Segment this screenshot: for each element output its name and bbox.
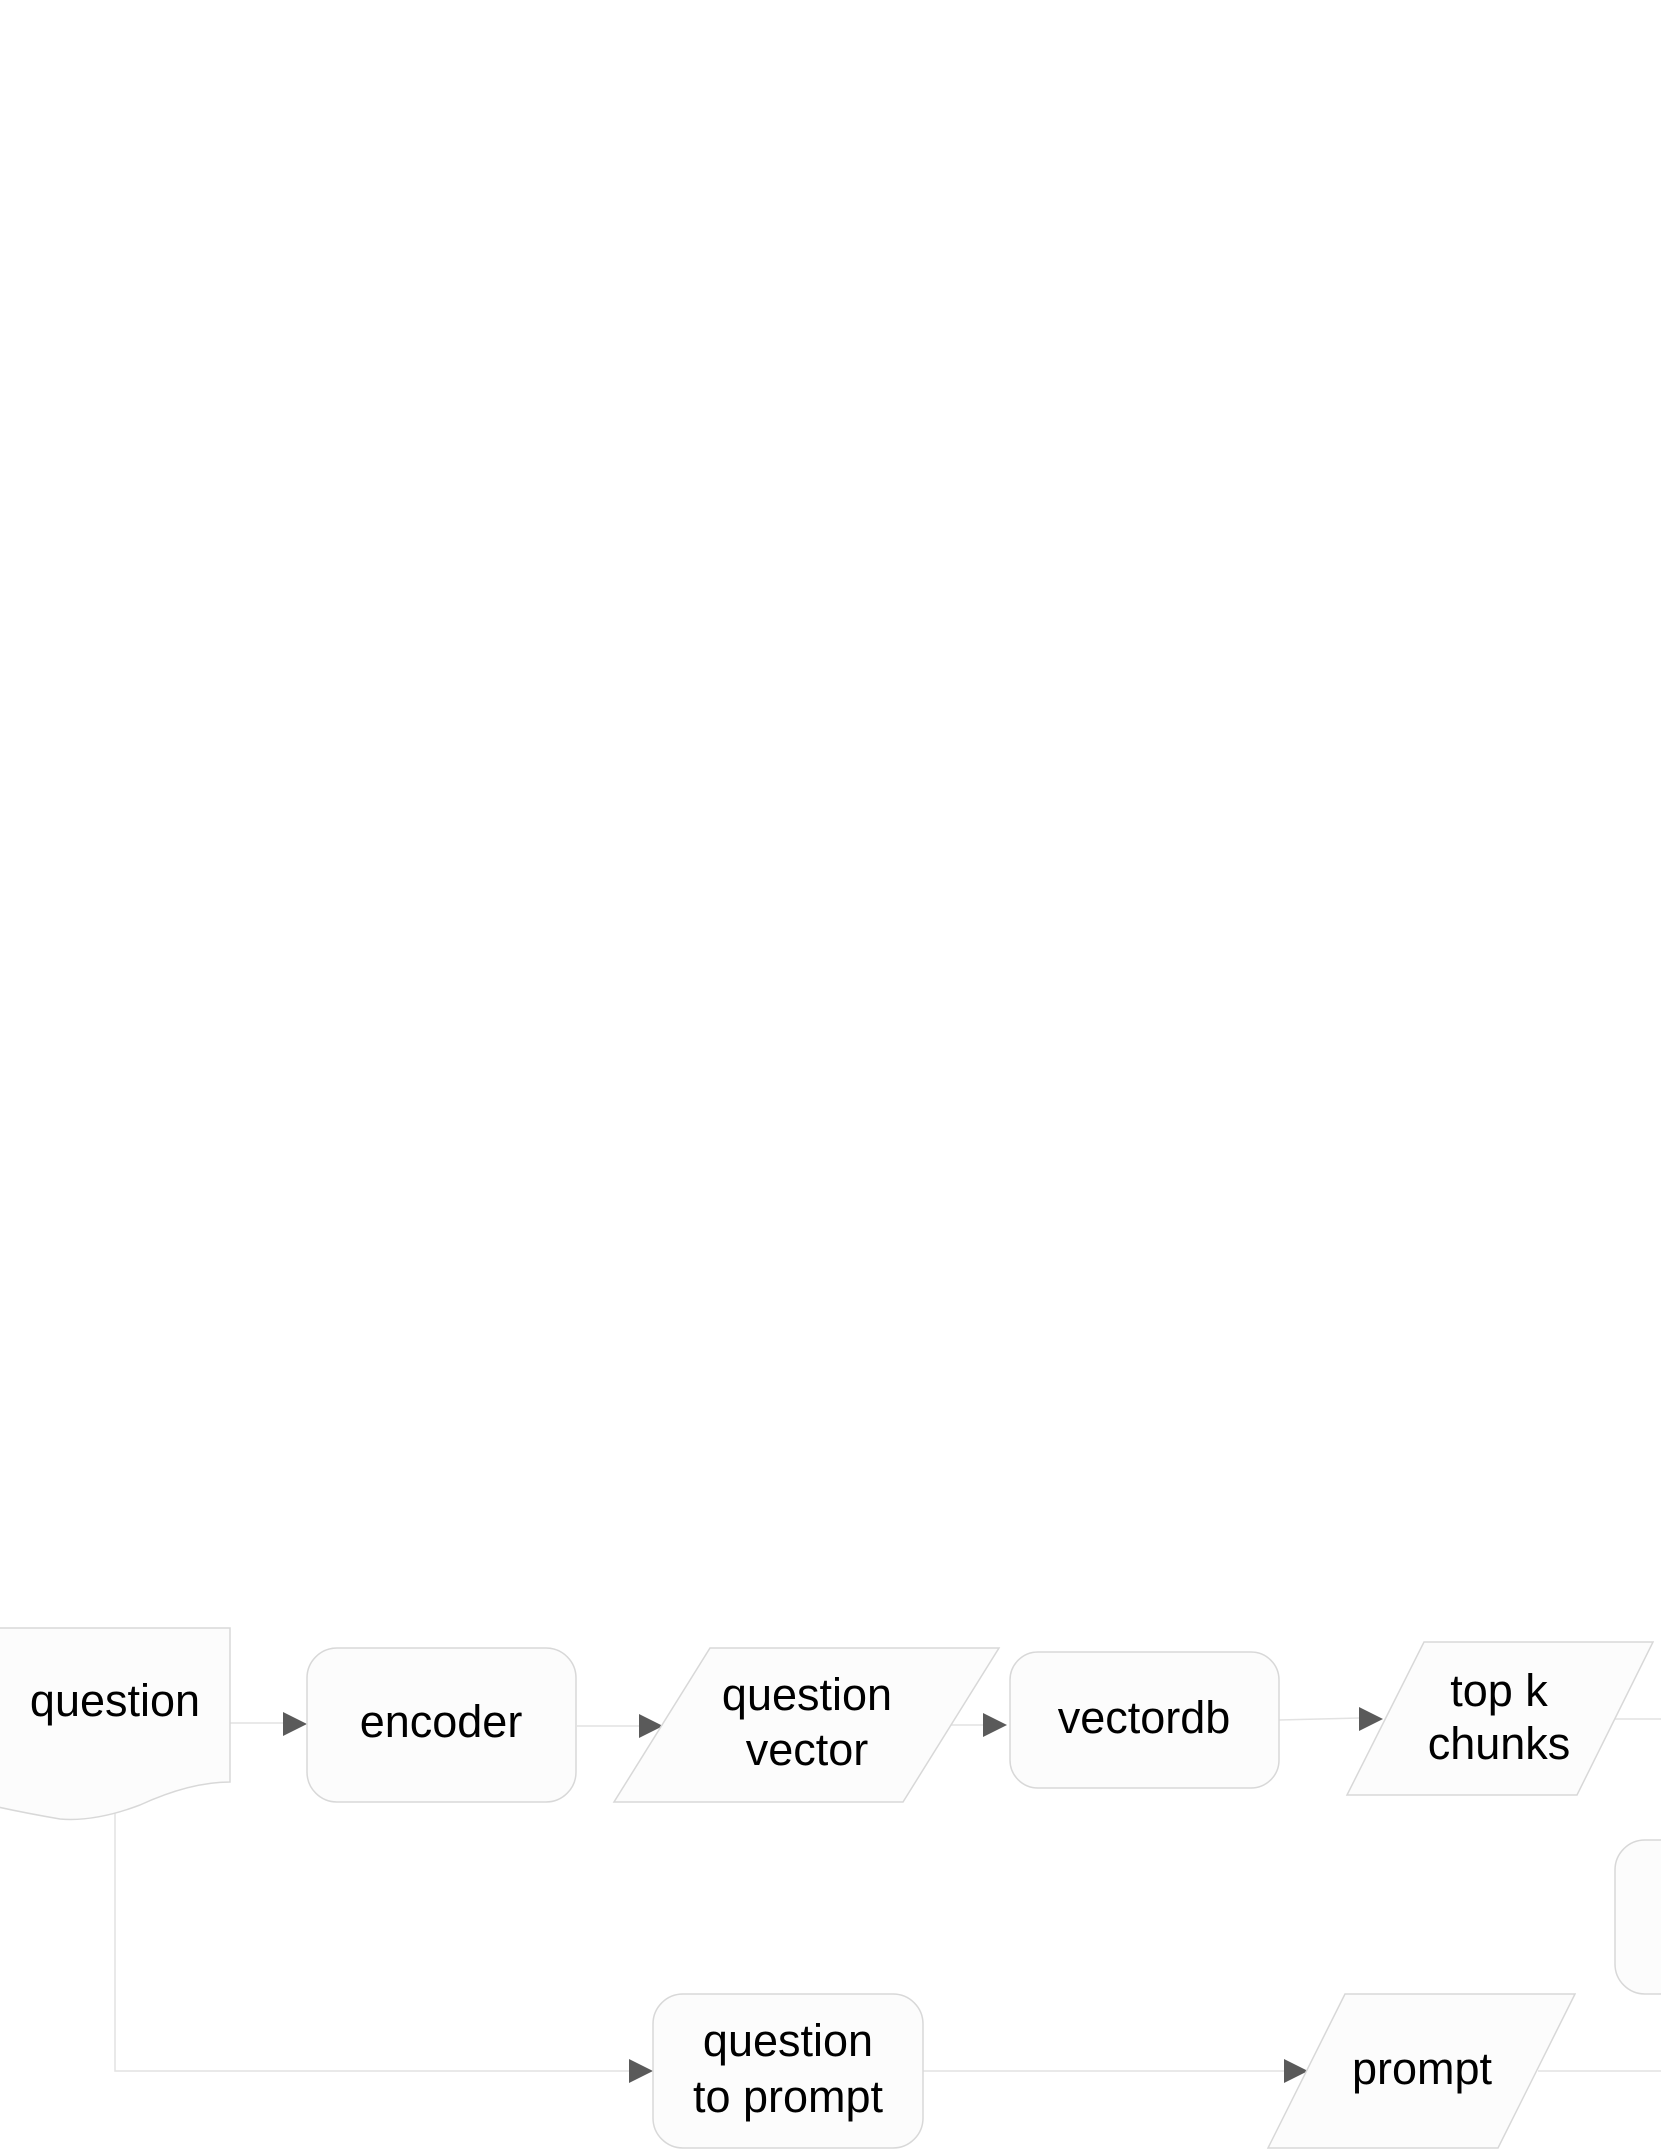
node-prompt-label: prompt [1352,2043,1493,2094]
node-question-vector: question vector [612,1647,1001,1803]
arrowhead-vectordb [983,1713,1007,1737]
node-prompt: prompt [1266,1993,1577,2149]
node-top-k-chunks-label-2: chunks [1428,1718,1571,1769]
arrowhead-encoder [283,1712,307,1736]
node-question-to-prompt: question to prompt [652,1993,924,2149]
node-offscreen [1614,1839,1661,1995]
node-question-vector-label-2: vector [746,1724,869,1775]
node-question-vector-label-1: question [722,1669,892,1720]
node-encoder-shape [306,1647,577,1803]
arrowhead-question-to-prompt [629,2059,653,2083]
edge-vectordb-to-top-k-chunks [1278,1717,1361,1721]
node-question-to-prompt-shape [652,1993,924,2149]
node-question-vector-shape [612,1647,1001,1803]
node-vectordb: vectordb [1009,1651,1280,1789]
node-encoder: encoder [306,1647,577,1803]
node-encoder-label: encoder [360,1696,523,1747]
node-vectordb-shape [1009,1651,1280,1789]
node-top-k-chunks-label-1: top k [1450,1665,1548,1716]
node-question-shape [0,1627,231,1821]
edge-question-to-question-to-prompt [114,1809,630,2072]
arrowhead-top-k-chunks [1359,1707,1383,1731]
node-prompt-shape [1266,1993,1577,2149]
arrowhead-prompt [1284,2059,1308,2083]
edges [114,1707,1661,2083]
node-offscreen-shape [1614,1839,1661,1995]
node-question: question [0,1627,231,1821]
node-question-label: question [30,1675,200,1726]
node-top-k-chunks-shape [1345,1641,1655,1796]
node-vectordb-label: vectordb [1058,1692,1231,1743]
node-question-to-prompt-label-2: to prompt [693,2071,884,2122]
node-question-to-prompt-label-1: question [703,2015,873,2066]
node-top-k-chunks: top k chunks [1345,1641,1655,1796]
arrowhead-question-vector [639,1714,663,1738]
